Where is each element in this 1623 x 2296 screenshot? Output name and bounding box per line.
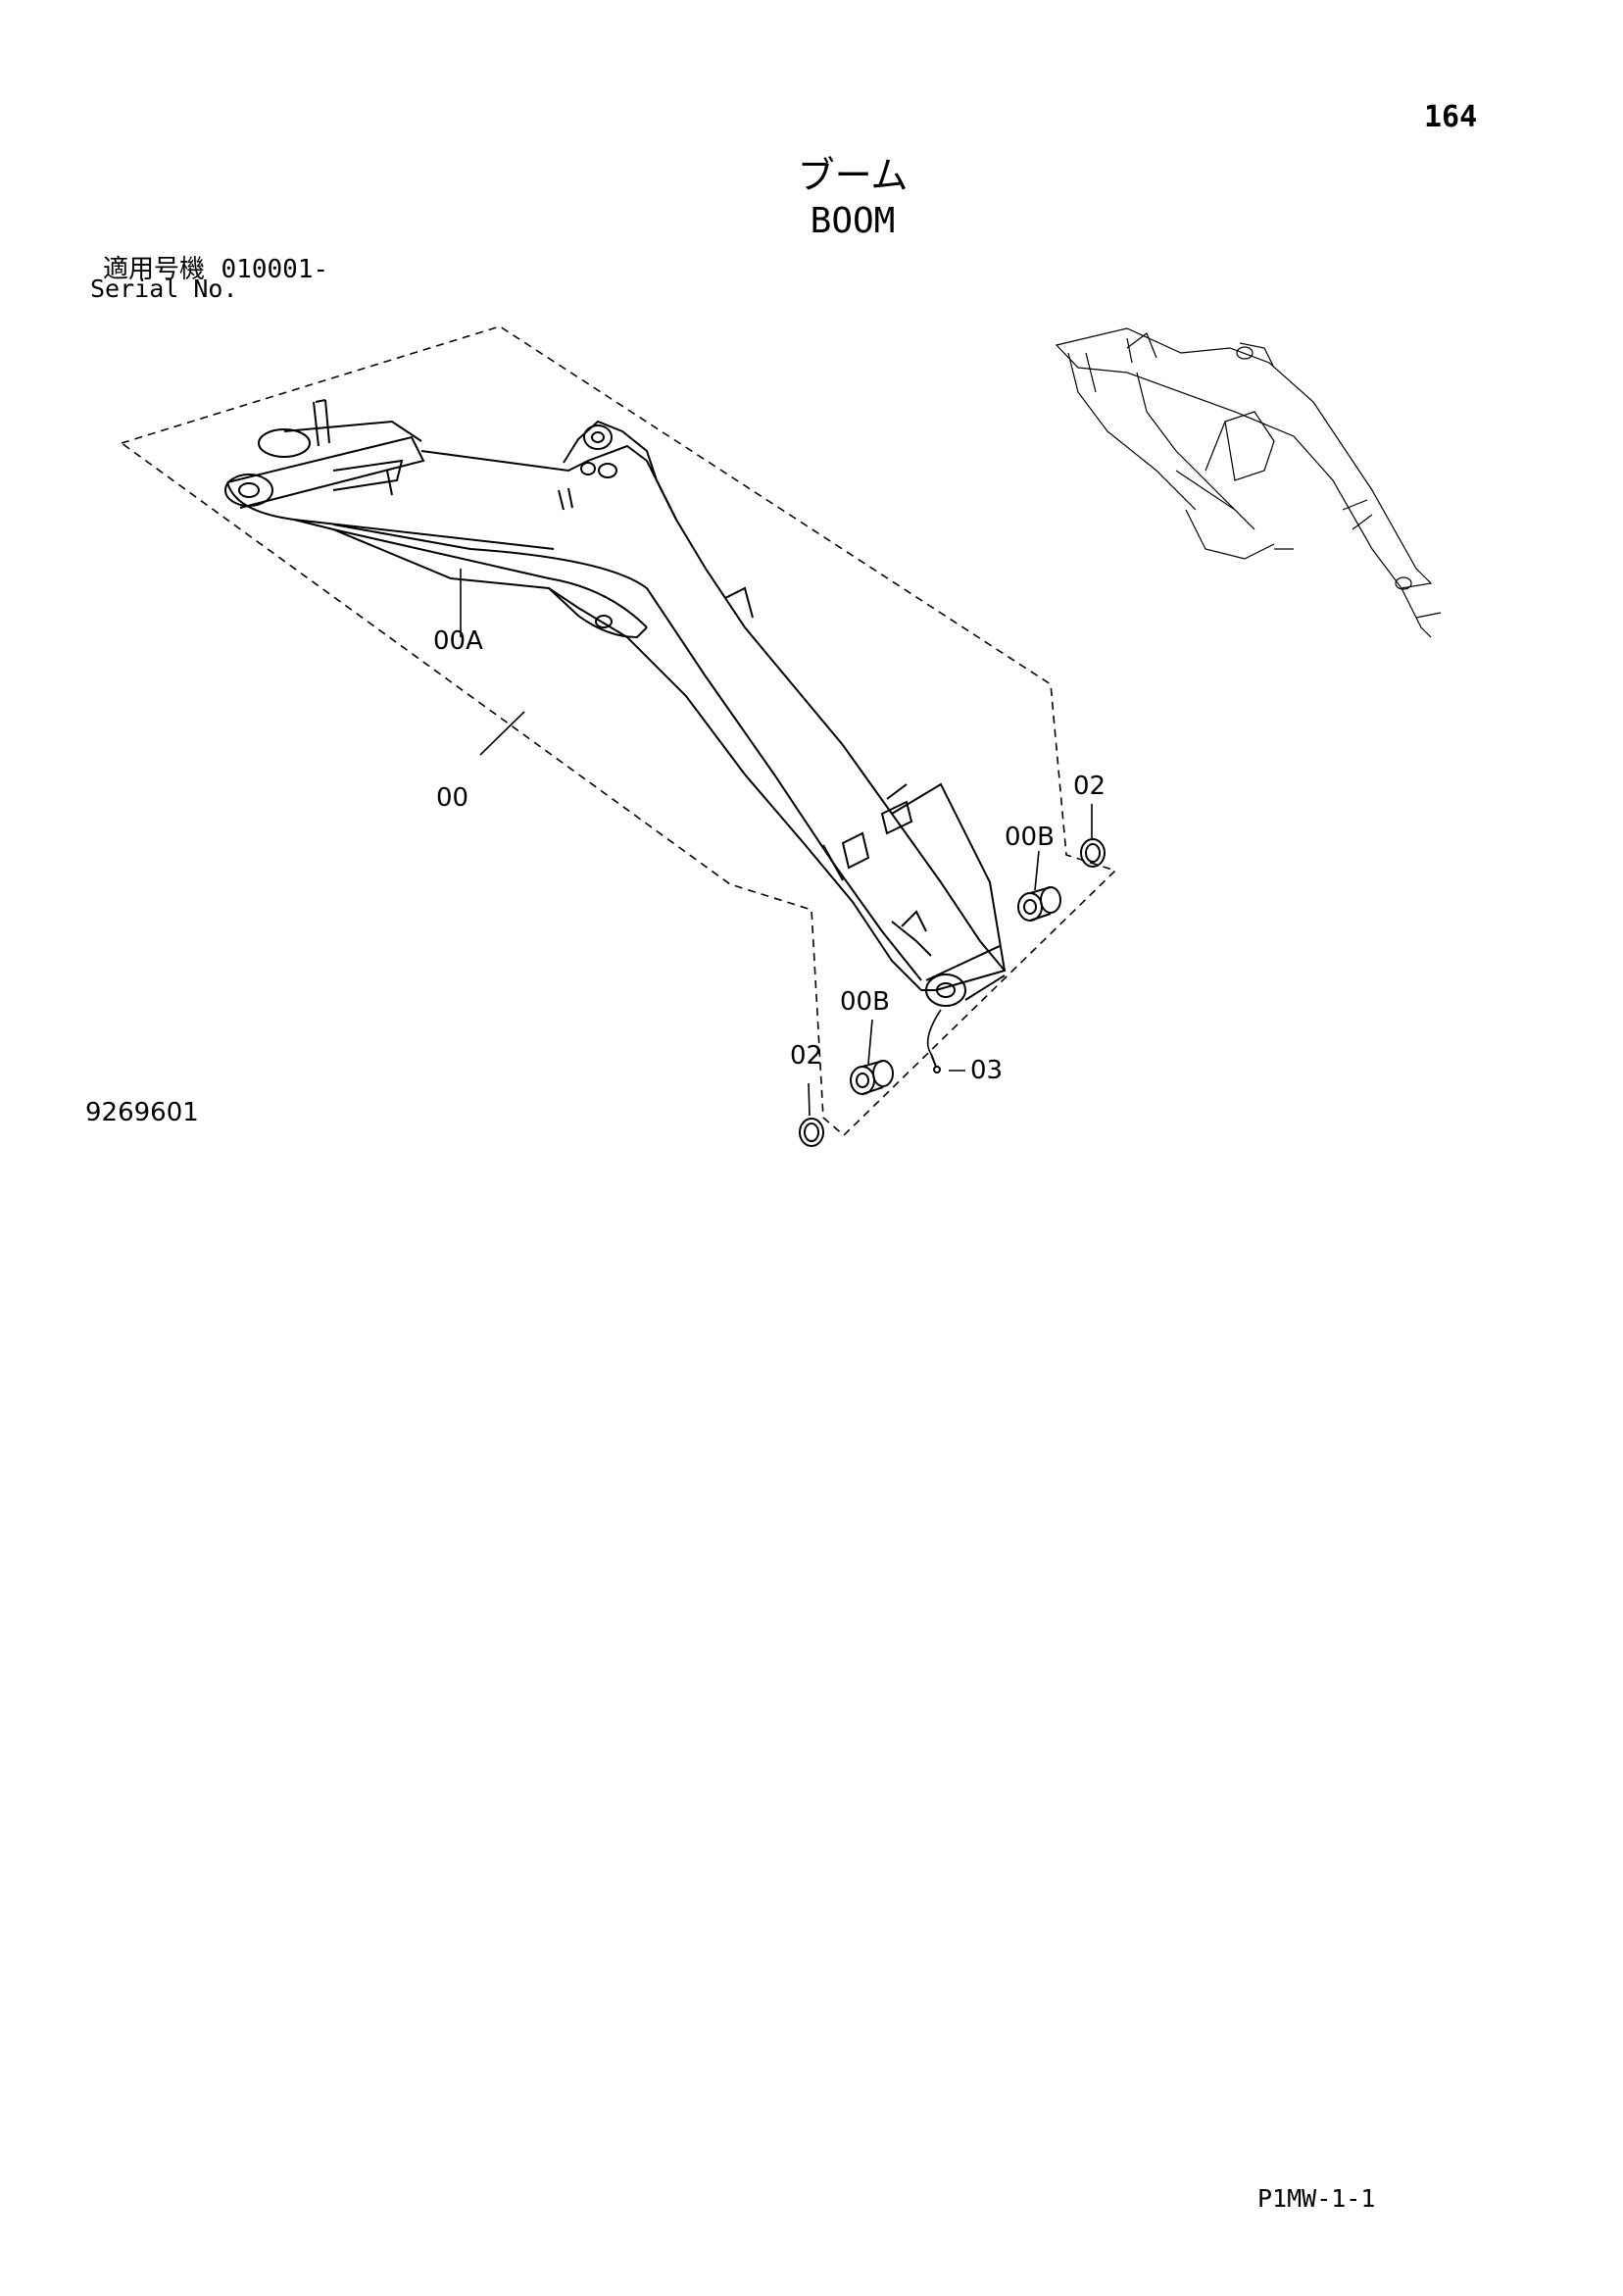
ring-bottom [799,1118,824,1147]
callout-02-bottom: 02 [790,1041,822,1071]
bushing-bottom [850,1060,894,1095]
figure-number: 9269601 [85,1098,199,1127]
callout-00B-top: 00B [1005,823,1055,852]
page-number: 164 [1424,100,1478,134]
grease-fitting [930,1053,941,1073]
boom-body [224,399,1007,1007]
machine-inset [1055,327,1442,638]
serial-label-english: Serial No. [90,275,238,303]
title-english: BOOM [810,201,896,241]
callout-00: 00 [436,783,468,813]
title-japanese: ブーム [797,154,909,197]
serial-value: 010001- [221,255,329,284]
bushing-top [1017,886,1061,922]
callout-02-top: 02 [1073,772,1106,801]
ring-top [1080,838,1106,868]
callout-00B-bottom: 00B [840,987,890,1017]
callout-00A: 00A [433,626,483,656]
serial-label-jp-text: 適用号機 [103,255,206,284]
footer-code: P1MW-1-1 [1257,2184,1376,2213]
callout-03: 03 [970,1056,1003,1085]
assembly-boundary [120,325,1117,1137]
serial-label-japanese: 適用号機 010001- [103,249,328,285]
leader-lines [460,569,1093,1117]
